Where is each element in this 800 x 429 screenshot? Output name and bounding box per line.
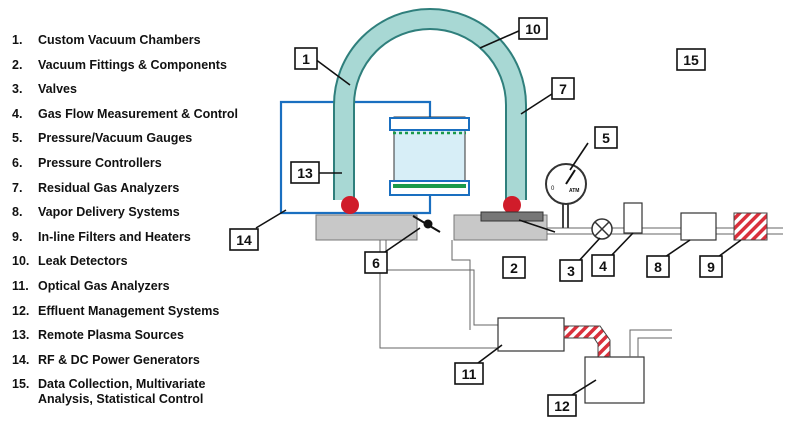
legend-item-4: 4.Gas Flow Measurement & Control — [12, 106, 239, 121]
optical-gas-analyzer — [497, 317, 565, 352]
legend-item-7: 7.Residual Gas Analyzers — [12, 180, 180, 195]
callout-12-label: 12 — [554, 398, 570, 414]
callout-4-label: 4 — [599, 258, 607, 274]
legend-item-10: 10.Leak Detectors — [12, 254, 128, 269]
callout-5-label: 5 — [602, 130, 610, 146]
callout-3-label: 3 — [567, 263, 575, 279]
pressure-gauge: 0 ATM — [545, 163, 587, 205]
callout-2: 2 — [502, 256, 526, 279]
callout-1: 1 — [294, 47, 318, 70]
callout-11-label: 11 — [462, 366, 477, 382]
callout-3: 3 — [559, 259, 583, 282]
rf-power-frame — [279, 100, 432, 215]
legend-item-6: 6.Pressure Controllers — [12, 155, 162, 170]
legend-item-11: 11.Optical Gas Analyzers — [12, 278, 170, 293]
callout-11: 11 — [454, 362, 484, 385]
substrate-plate — [480, 211, 544, 222]
legend-item-8: 8.Vapor Delivery Systems — [12, 205, 180, 220]
chamber-base-left — [315, 214, 418, 241]
legend-item-3: 3.Valves — [12, 82, 77, 97]
throttle-valve-pivot — [423, 219, 433, 229]
callout-15-label: 15 — [683, 52, 699, 68]
callout-2-label: 2 — [510, 260, 518, 276]
legend-item-2: 2.Vacuum Fittings & Components — [12, 57, 227, 72]
legend-item-12: 12.Effluent Management Systems — [12, 303, 220, 318]
mass-flow-controller — [623, 202, 643, 234]
callout-14-label: 14 — [236, 232, 252, 248]
callout-7-label: 7 — [559, 81, 567, 97]
callout-4: 4 — [591, 254, 615, 277]
gauge-zero-label: 0 — [551, 186, 555, 192]
callout-9-label: 9 — [707, 259, 715, 275]
callout-9: 9 — [699, 255, 723, 278]
callout-10: 10 — [518, 17, 548, 40]
legend-item-13: 13.Remote Plasma Sources — [12, 328, 184, 343]
legend-item-1: 1.Custom Vacuum Chambers — [12, 33, 201, 47]
callout-15: 15 — [676, 48, 706, 71]
callout-12: 12 — [547, 394, 577, 417]
inline-valve — [591, 218, 613, 240]
callout-14: 14 — [229, 228, 259, 251]
vapor-delivery-unit — [680, 212, 717, 241]
callout-8-label: 8 — [654, 259, 662, 275]
legend-item-5: 5.Pressure/Vacuum Gauges — [12, 131, 193, 146]
callout-1-label: 1 — [302, 51, 310, 67]
exhaust-line — [379, 240, 498, 349]
effluent-outlet — [629, 329, 672, 357]
inline-filter-heater — [733, 212, 768, 241]
callout-8: 8 — [646, 255, 670, 278]
callout-6: 6 — [364, 251, 388, 274]
red-node-left — [341, 196, 359, 214]
legend-item-15: 15.Data Collection, Multivariate Analysi… — [12, 377, 206, 407]
wafer-stack — [389, 116, 470, 196]
gauge-atm-label: ATM — [569, 188, 579, 194]
effluent-scrubber — [584, 356, 645, 404]
red-node-right — [503, 196, 521, 214]
callout-5: 5 — [594, 126, 618, 149]
callout-10-label: 10 — [525, 21, 541, 37]
leader-lines — [255, 29, 742, 396]
callout-6-label: 6 — [372, 255, 380, 271]
legend-item-14: 14.RF & DC Power Generators — [12, 352, 200, 367]
component-legend: 1.Custom Vacuum Chambers 2.Vacuum Fittin… — [12, 33, 280, 407]
plasma-tube-inner — [335, 10, 525, 200]
callout-13: 13 — [290, 161, 320, 184]
legend-item-9: 9.In-line Filters and Heaters — [12, 229, 191, 244]
callout-13-label: 13 — [297, 165, 313, 181]
callout-7: 7 — [551, 77, 575, 100]
